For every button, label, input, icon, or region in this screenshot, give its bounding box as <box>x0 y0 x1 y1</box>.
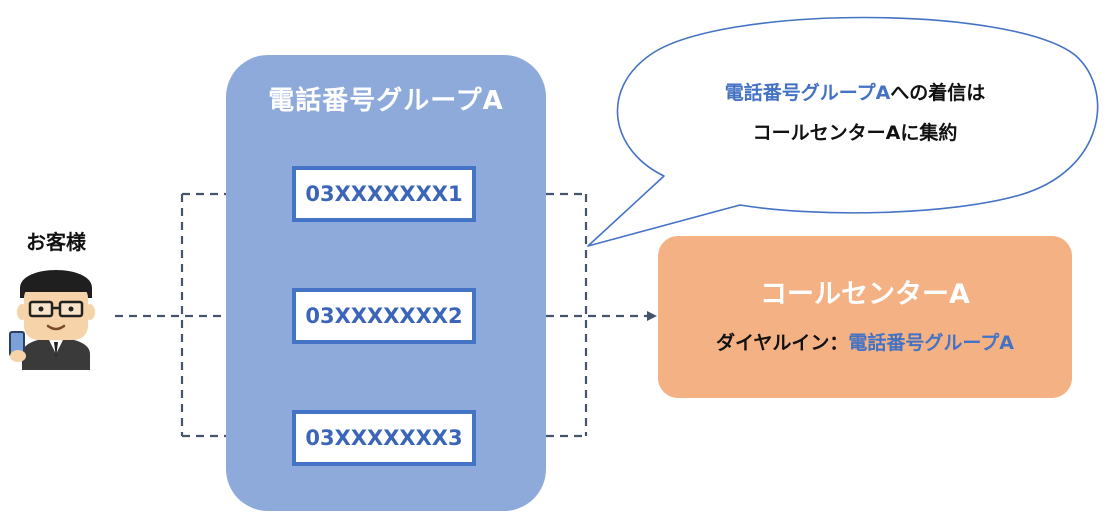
callout-line-2: コールセンターAに集約 <box>752 122 958 144</box>
callout-line-1-rest: への着信は <box>890 82 986 104</box>
phone-number-box: 03XXXXXXX3 <box>292 410 476 466</box>
dial-in-line: ダイヤルイン：電話番号グループA <box>658 328 1072 355</box>
dial-in-value: 電話番号グループA <box>848 332 1014 354</box>
callout-line-1: 電話番号グループAへの着信は <box>640 78 1070 105</box>
phone-number-box: 03XXXXXXX2 <box>292 288 476 344</box>
customer-avatar-icon <box>9 270 95 370</box>
call-center-box <box>658 236 1072 398</box>
phone-group-title: 電話番号グループA <box>268 86 504 116</box>
speech-bubble <box>587 16 1099 247</box>
dial-in-label: ダイヤルイン： <box>715 332 849 354</box>
customer-label: お客様 <box>26 230 86 254</box>
callout-highlight: 電話番号グループA <box>724 82 891 104</box>
phone-number-box: 03XXXXXXX1 <box>292 166 476 222</box>
call-center-title: コールセンターA <box>760 279 970 310</box>
